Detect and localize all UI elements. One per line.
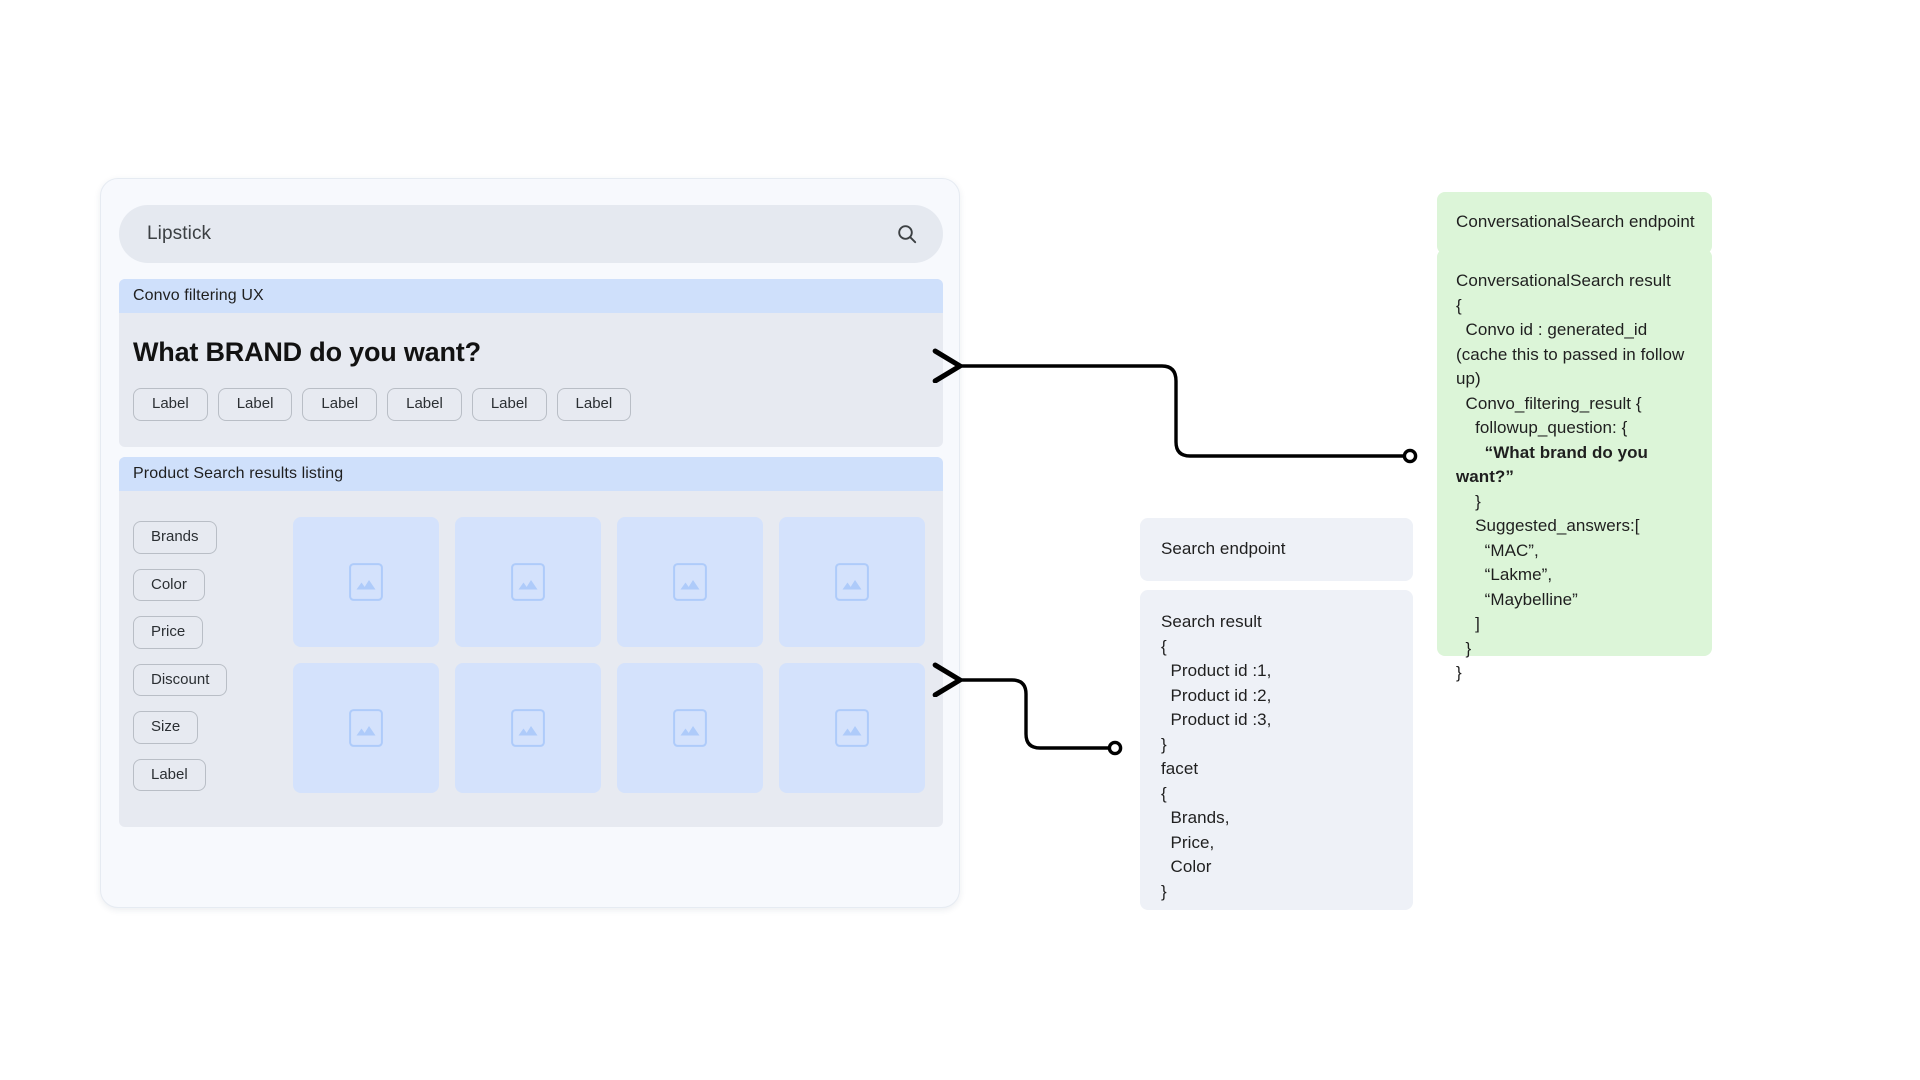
cs-result-line: Suggested_answers:[ [1456, 516, 1640, 535]
facet-chip-discount[interactable]: Discount [133, 663, 228, 696]
product-card[interactable] [617, 517, 763, 647]
facet-chip-color[interactable]: Color [133, 568, 205, 601]
connector-search-result-to-results-module [960, 680, 1123, 756]
search-result-line: Product id :1, [1161, 661, 1272, 680]
image-placeholder-icon [349, 563, 383, 601]
search-endpoint-note: Search endpoint [1140, 518, 1413, 581]
suggested-answer-chip[interactable]: Label [556, 388, 632, 421]
cs-result-line: Convo id : generated_id (cache this to p… [1456, 320, 1690, 388]
cs-result-line: } [1456, 491, 1481, 511]
connector-cs-result-to-convo-module [960, 366, 1418, 464]
product-card[interactable] [779, 663, 925, 793]
facet-chip-price[interactable]: Price [133, 616, 204, 649]
search-endpoint-title: Search endpoint [1161, 539, 1286, 558]
cs-result-line: Convo_filtering_result { [1456, 393, 1642, 413]
facet-chip-size[interactable]: Size [133, 711, 199, 744]
cs-result-line: ] [1456, 614, 1480, 633]
product-card[interactable] [293, 663, 439, 793]
search-result-line: Product id :3, [1161, 710, 1272, 729]
product-card[interactable] [293, 517, 439, 647]
search-input-value: Lipstick [147, 223, 212, 244]
convo-filtering-module: Convo filtering UX What BRAND do you wan… [119, 279, 943, 447]
search-result-line: { [1161, 636, 1167, 656]
product-grid [293, 517, 925, 793]
search-result-line: Search result [1161, 612, 1262, 631]
search-result-line: Product id :2, [1161, 685, 1272, 705]
search-result-line: Brands, [1161, 808, 1230, 827]
suggested-answer-chip[interactable]: Label [302, 388, 378, 421]
cs-result-line: “MAC”, [1456, 540, 1539, 560]
cs-result-line: “Lakme”, [1456, 565, 1553, 584]
cs-result-line: followup_question: { [1456, 418, 1628, 437]
search-result-line: Color [1161, 857, 1212, 876]
image-placeholder-icon [349, 709, 383, 747]
search-result-line: { [1161, 783, 1167, 803]
cs-result-line: ConversationalSearch result [1456, 271, 1671, 290]
search-icon[interactable] [895, 222, 919, 246]
conversational-search-endpoint-note: ConversationalSearch endpoint [1437, 192, 1712, 254]
cs-result-line: “Maybelline” [1456, 589, 1578, 609]
search-result-line: Price, [1161, 832, 1215, 852]
product-card[interactable] [779, 517, 925, 647]
search-result-line: } [1161, 734, 1167, 754]
results-module-header: Product Search results listing [119, 457, 943, 491]
image-placeholder-icon [835, 709, 869, 747]
cs-result-line: } [1456, 663, 1462, 682]
search-result-line: facet [1161, 759, 1199, 778]
followup-question-title: What BRAND do you want? [133, 337, 481, 367]
image-placeholder-icon [673, 709, 707, 747]
conversational-search-result-note: ConversationalSearch result { Convo id : … [1437, 249, 1712, 682]
suggested-answer-chip[interactable]: Label [217, 388, 293, 421]
cs-result-line: “What brand do you want?” [1456, 442, 1653, 487]
facet-chip-label[interactable]: Label [133, 758, 206, 791]
suggested-answer-chips: Label Label Label Label Label Label [133, 388, 925, 421]
search-result-note: Search result { Product id :1, Product id… [1140, 590, 1413, 910]
convo-module-header: Convo filtering UX [119, 279, 943, 313]
suggested-answer-chip[interactable]: Label [387, 388, 462, 421]
search-result-line: } [1161, 881, 1167, 901]
product-card[interactable] [617, 663, 763, 793]
image-placeholder-icon [511, 563, 545, 601]
image-placeholder-icon [511, 709, 545, 747]
suggested-answer-chip[interactable]: Label [471, 388, 547, 421]
cs-endpoint-title: ConversationalSearch endpoint [1456, 212, 1695, 231]
mock-device-card: Lipstick Convo filtering UX What BRAND d… [100, 178, 960, 908]
search-input[interactable]: Lipstick [119, 205, 943, 263]
suggested-answer-chip[interactable]: Label [133, 388, 208, 421]
image-placeholder-icon [835, 563, 869, 601]
cs-result-line: { [1456, 295, 1462, 315]
facet-chip-brands[interactable]: Brands [133, 521, 217, 554]
image-placeholder-icon [673, 563, 707, 601]
product-card[interactable] [455, 663, 601, 793]
product-card[interactable] [455, 517, 601, 647]
cs-result-line: } [1456, 638, 1472, 658]
